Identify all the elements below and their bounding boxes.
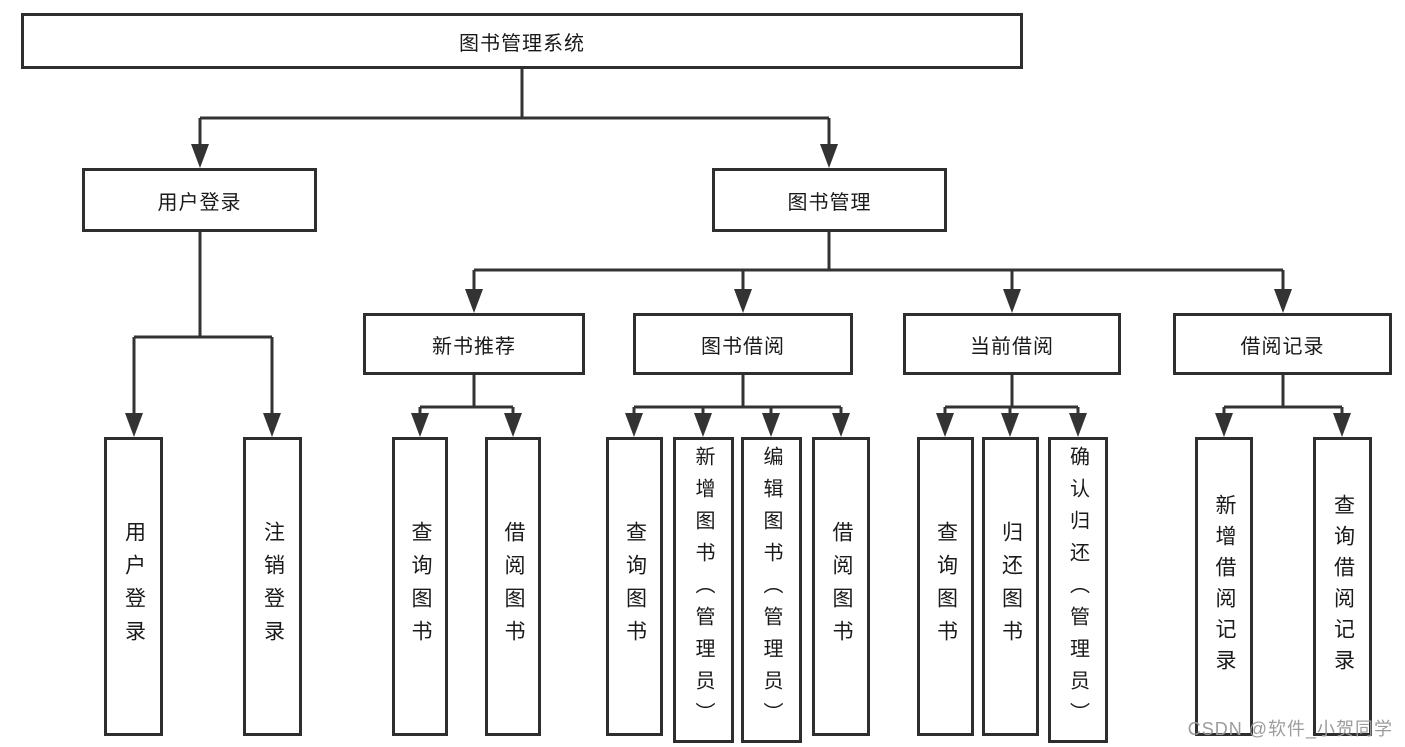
leaf-borrow-books-recommend: 借阅图书 (485, 437, 541, 736)
leaf-query-borrow-record: 查询借阅记录 (1313, 437, 1372, 736)
watermark: CSDN @软件_小贺同学 (1187, 719, 1393, 739)
node-label: 新书推荐 (432, 335, 516, 358)
node-label: 确认归还（管理员） (1066, 446, 1089, 734)
node-label: 借阅图书 (830, 520, 853, 653)
node-label: 新增图书（管理员） (692, 446, 714, 734)
node-label: 新增借阅记录 (1213, 493, 1236, 680)
arrowheads (125, 144, 1351, 437)
leaf-borrow-books: 借阅图书 (812, 437, 870, 736)
node-borrowing-records: 借阅记录 (1173, 313, 1392, 375)
leaf-add-book-admin: 新增图书（管理员） (673, 437, 734, 743)
leaf-query-books-recommend: 查询图书 (392, 437, 448, 736)
node-label: 查询图书 (934, 520, 958, 653)
leaf-logout: 注销登录 (243, 437, 302, 736)
node-label: 编辑图书（管理员） (760, 446, 782, 734)
node-label: 查询图书 (409, 520, 432, 653)
node-label: 借阅图书 (502, 520, 525, 653)
node-label: 归还图书 (999, 520, 1023, 653)
leaf-edit-book-admin: 编辑图书（管理员） (741, 437, 802, 743)
node-label: 当前借阅 (970, 335, 1054, 358)
node-new-book-recommend: 新书推荐 (363, 313, 585, 375)
node-label: 图书管理 (787, 191, 872, 214)
node-label: 图书管理系统 (459, 32, 585, 55)
leaf-return-book: 归还图书 (982, 437, 1039, 736)
leaf-add-borrow-record: 新增借阅记录 (1195, 437, 1253, 736)
node-label: 用户登录 (122, 520, 146, 653)
node-user-login: 用户登录 (82, 168, 317, 232)
node-label: 用户登录 (157, 191, 242, 214)
leaf-query-books-current: 查询图书 (917, 437, 974, 736)
node-label: 查询借阅记录 (1331, 493, 1355, 680)
node-book-management: 图书管理 (712, 168, 947, 232)
node-book-borrowing: 图书借阅 (633, 313, 853, 375)
node-label: 图书借阅 (701, 335, 785, 358)
connector-path (132, 69, 1344, 417)
node-label: 注销登录 (261, 520, 285, 653)
node-label: 查询图书 (623, 520, 647, 653)
leaf-query-books-borrow: 查询图书 (606, 437, 663, 736)
node-library-system: 图书管理系统 (21, 13, 1023, 69)
node-current-borrowing: 当前借阅 (903, 313, 1121, 375)
leaf-confirm-return-admin: 确认归还（管理员） (1048, 437, 1108, 743)
node-label: 借阅记录 (1240, 335, 1325, 358)
leaf-user-login: 用户登录 (104, 437, 163, 736)
